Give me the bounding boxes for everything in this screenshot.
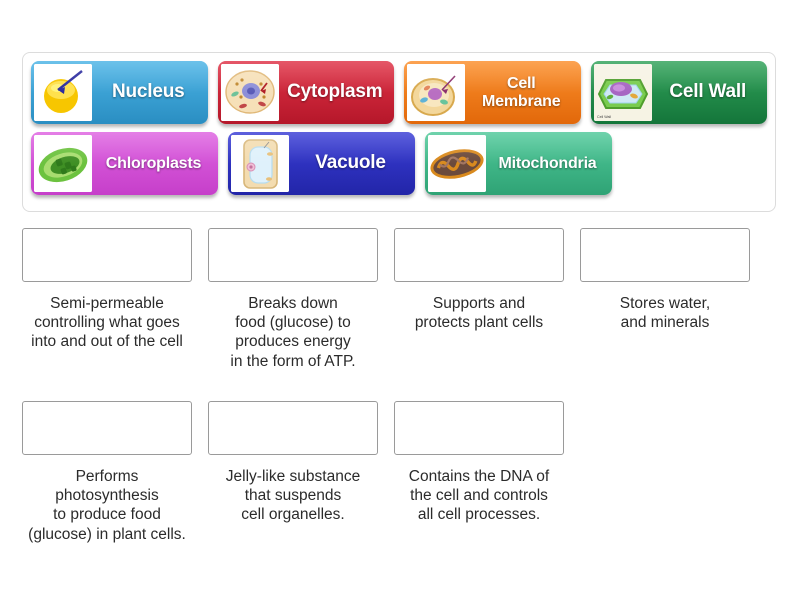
- vacuole-icon: [231, 135, 289, 192]
- tile-nucleus[interactable]: Nucleus: [31, 61, 208, 124]
- drop-zone[interactable]: [580, 228, 750, 282]
- tile-chloroplasts[interactable]: Chloroplasts: [31, 132, 218, 195]
- answer-row: Semi-permeable controlling what goes int…: [22, 228, 778, 371]
- mitochondria-icon: [428, 135, 486, 192]
- chloroplast-icon: [34, 135, 92, 192]
- answer-label: Supports and protects plant cells: [414, 295, 544, 332]
- cytoplasm-icon: [220, 64, 279, 121]
- tile-row: Nucleus: [31, 61, 767, 124]
- answer-label: Breaks down food (glucose) to produces e…: [230, 295, 356, 370]
- answer-cell: Stores water, and minerals: [580, 228, 750, 371]
- tile-label: Cell Membrane: [482, 75, 561, 110]
- answer-cell: Performs photosynthesis to produce food …: [22, 400, 192, 544]
- answer-grid: Semi-permeable controlling what goes int…: [22, 228, 778, 566]
- answer-cell: Breaks down food (glucose) to produces e…: [208, 228, 378, 371]
- answer-cell-empty: [580, 401, 750, 544]
- drop-zone[interactable]: [394, 228, 564, 282]
- drop-zone[interactable]: [208, 400, 378, 455]
- tile-label: Cytoplasm: [287, 81, 383, 103]
- tile-row: Chloroplasts Vacuole: [31, 132, 767, 195]
- tile-cell-membrane[interactable]: Cell Membrane: [404, 61, 581, 124]
- drop-zone[interactable]: [22, 400, 192, 455]
- tile-label: Cell Wall: [669, 81, 747, 103]
- cell-membrane-icon: [407, 64, 465, 121]
- answer-label: Jelly-like substance that suspends cell …: [225, 467, 361, 524]
- drop-zone[interactable]: [22, 228, 192, 282]
- tile-label: Nucleus: [111, 81, 185, 103]
- nucleus-icon: [34, 64, 92, 121]
- answer-cell: Contains the DNA of the cell and control…: [394, 400, 564, 544]
- answer-cell: Supports and protects plant cells: [394, 228, 564, 371]
- answer-label: Semi-permeable controlling what goes int…: [31, 295, 183, 351]
- answer-label: Performs photosynthesis to produce food …: [28, 467, 186, 543]
- drop-zone[interactable]: [394, 400, 564, 455]
- answer-cell: Jelly-like substance that suspends cell …: [208, 400, 378, 544]
- answer-label: Contains the DNA of the cell and control…: [408, 467, 550, 524]
- thumb-caption: Cell Wall: [597, 115, 611, 119]
- answer-cell: Semi-permeable controlling what goes int…: [22, 228, 192, 371]
- answer-label: Stores water, and minerals: [619, 295, 711, 332]
- tile-cell-wall[interactable]: Cell Wall Cell Wall: [590, 61, 767, 124]
- tile-bank: Nucleus: [22, 52, 776, 212]
- tile-label: Chloroplasts: [105, 154, 202, 172]
- tile-vacuole[interactable]: Vacuole: [228, 132, 415, 195]
- tile-mitochondria[interactable]: Mitochondria: [425, 132, 612, 195]
- tile-cytoplasm[interactable]: Cytoplasm: [217, 61, 394, 124]
- tile-label: Mitochondria: [498, 154, 597, 172]
- answer-row: Performs photosynthesis to produce food …: [22, 400, 778, 544]
- drop-zone[interactable]: [208, 228, 378, 282]
- cell-wall-icon: Cell Wall: [593, 64, 652, 121]
- tile-label: Vacuole: [315, 152, 386, 174]
